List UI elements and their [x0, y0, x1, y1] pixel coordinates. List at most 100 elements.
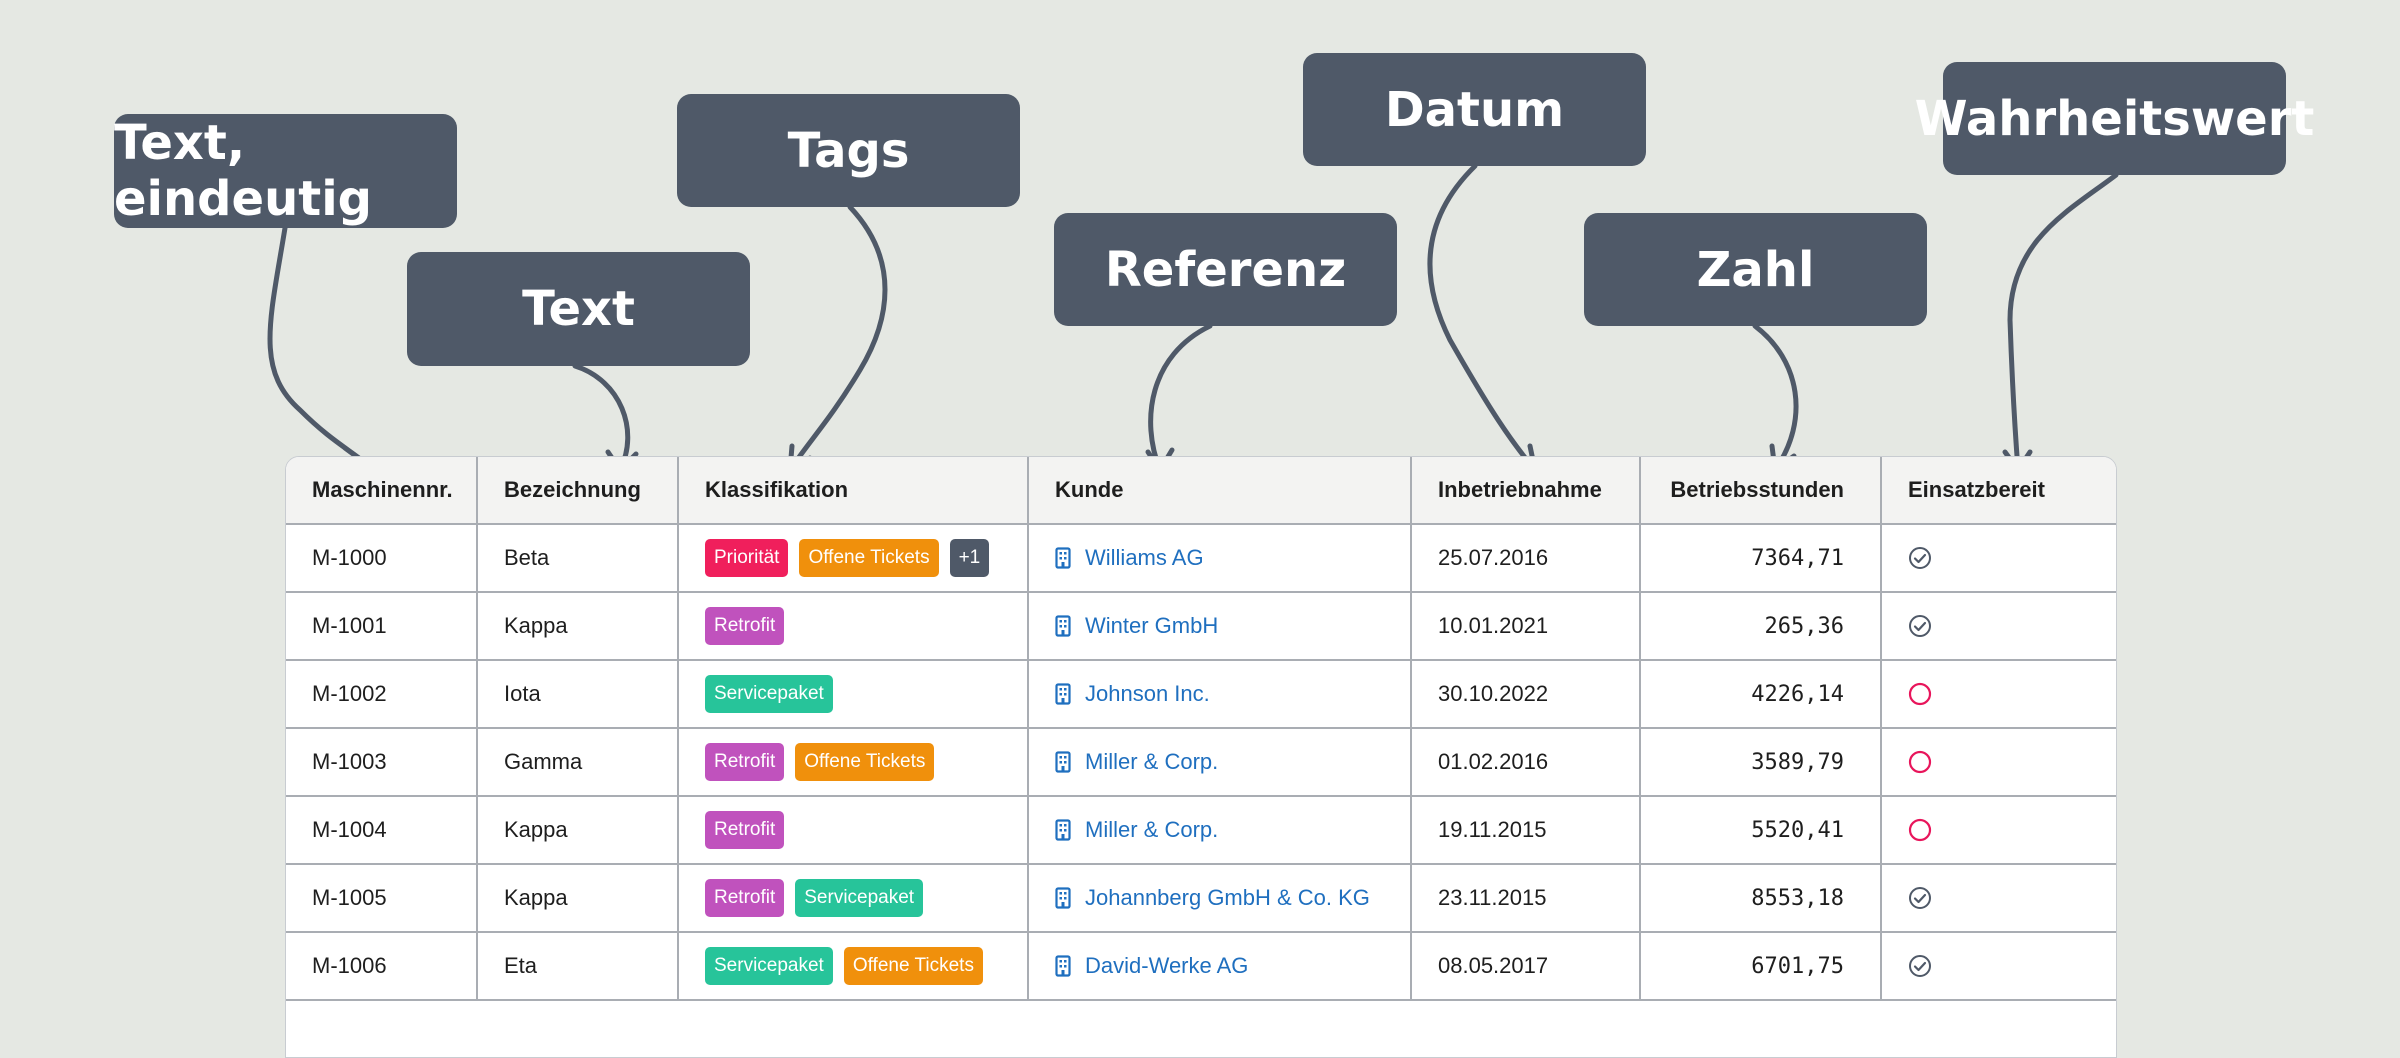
- building-icon: [1055, 683, 1071, 705]
- cell-customer[interactable]: Johannberg GmbH & Co. KG: [1029, 865, 1412, 931]
- cell-machine-no[interactable]: M-1001: [286, 593, 478, 659]
- checked-circle-icon[interactable]: [1908, 886, 1932, 910]
- header-designation[interactable]: Bezeichnung: [478, 457, 679, 523]
- header-machine-no[interactable]: Maschinennr.: [286, 457, 478, 523]
- customer-name[interactable]: Miller & Corp.: [1085, 817, 1219, 842]
- cell-commissioning-date[interactable]: 08.05.2017: [1412, 933, 1641, 999]
- cell-ready[interactable]: [1882, 729, 2116, 795]
- cell-customer[interactable]: Miller & Corp.: [1029, 729, 1412, 795]
- cell-commissioning-date[interactable]: 01.02.2016: [1412, 729, 1641, 795]
- unchecked-circle-icon[interactable]: [1908, 750, 1932, 774]
- cell-machine-no[interactable]: M-1000: [286, 525, 478, 591]
- customer-name[interactable]: Williams AG: [1085, 545, 1204, 570]
- cell-operating-hours[interactable]: 265,36: [1641, 593, 1882, 659]
- cell-designation[interactable]: Eta: [478, 933, 679, 999]
- checked-circle-icon[interactable]: [1908, 614, 1932, 638]
- customer-link[interactable]: Williams AG: [1055, 545, 1204, 571]
- cell-machine-no[interactable]: M-1006: [286, 933, 478, 999]
- cell-customer[interactable]: Johnson Inc.: [1029, 661, 1412, 727]
- checked-circle-icon[interactable]: [1908, 954, 1932, 978]
- customer-link[interactable]: Winter GmbH: [1055, 613, 1218, 639]
- cell-ready[interactable]: [1882, 865, 2116, 931]
- cell-operating-hours[interactable]: 3589,79: [1641, 729, 1882, 795]
- cell-ready[interactable]: [1882, 933, 2116, 999]
- cell-ready[interactable]: [1882, 797, 2116, 863]
- cell-commissioning-date[interactable]: 25.07.2016: [1412, 525, 1641, 591]
- customer-name[interactable]: Winter GmbH: [1085, 613, 1219, 638]
- unchecked-circle-icon[interactable]: [1908, 682, 1932, 706]
- checked-circle-icon[interactable]: [1908, 546, 1932, 570]
- callout-date: Datum: [1303, 53, 1646, 166]
- arrow-number: [1752, 323, 1799, 473]
- customer-link[interactable]: David-Werke AG: [1055, 953, 1248, 979]
- cell-designation[interactable]: Kappa: [478, 593, 679, 659]
- building-icon: [1055, 547, 1071, 569]
- customer-link[interactable]: Johnson Inc.: [1055, 681, 1210, 707]
- cell-commissioning-date[interactable]: 30.10.2022: [1412, 661, 1641, 727]
- cell-ready[interactable]: [1882, 661, 2116, 727]
- building-icon: [1055, 751, 1071, 773]
- cell-designation[interactable]: Gamma: [478, 729, 679, 795]
- cell-customer[interactable]: Williams AG: [1029, 525, 1412, 591]
- tag-retrofit: Retrofit: [705, 607, 785, 645]
- header-classification[interactable]: Klassifikation: [679, 457, 1029, 523]
- cell-designation[interactable]: Beta: [478, 525, 679, 591]
- cell-operating-hours[interactable]: 5520,41: [1641, 797, 1882, 863]
- unchecked-circle-icon[interactable]: [1908, 818, 1932, 842]
- header-commissioning[interactable]: Inbetriebnahme: [1412, 457, 1641, 523]
- cell-customer[interactable]: Winter GmbH: [1029, 593, 1412, 659]
- cell-commissioning-date[interactable]: 23.11.2015: [1412, 865, 1641, 931]
- cell-ready[interactable]: [1882, 593, 2116, 659]
- header-operating-hours[interactable]: Betriebsstunden: [1641, 457, 1882, 523]
- cell-designation[interactable]: Iota: [478, 661, 679, 727]
- cell-designation[interactable]: Kappa: [478, 865, 679, 931]
- cell-operating-hours[interactable]: 8553,18: [1641, 865, 1882, 931]
- customer-name[interactable]: Johannberg GmbH & Co. KG: [1085, 885, 1370, 910]
- header-ready[interactable]: Einsatzbereit: [1908, 477, 2045, 502]
- callout-text: Text: [407, 252, 750, 366]
- cell-machine-no[interactable]: M-1003: [286, 729, 478, 795]
- cell-machine-no[interactable]: M-1002: [286, 661, 478, 727]
- building-icon: [1055, 615, 1071, 637]
- tag-offene-tickets: Offene Tickets: [843, 947, 983, 985]
- data-table: Maschinennr. Bezeichnung Klassifikation …: [285, 456, 2117, 1058]
- cell-classification[interactable]: Servicepaket: [679, 661, 1029, 727]
- cell-customer[interactable]: David-Werke AG: [1029, 933, 1412, 999]
- customer-name[interactable]: Johnson Inc.: [1085, 681, 1210, 706]
- cell-operating-hours[interactable]: 6701,75: [1641, 933, 1882, 999]
- arrow-tags: [787, 204, 888, 473]
- customer-link[interactable]: Miller & Corp.: [1055, 749, 1218, 775]
- arrow-date: [1427, 163, 1538, 473]
- cell-machine-no[interactable]: M-1004: [286, 797, 478, 863]
- cell-commissioning-date[interactable]: 19.11.2015: [1412, 797, 1641, 863]
- cell-operating-hours[interactable]: 4226,14: [1641, 661, 1882, 727]
- arrow-text: [572, 363, 631, 473]
- building-icon: [1055, 819, 1071, 841]
- customer-name[interactable]: Miller & Corp.: [1085, 749, 1219, 774]
- cell-customer[interactable]: Miller & Corp.: [1029, 797, 1412, 863]
- header-customer[interactable]: Kunde: [1029, 457, 1412, 523]
- building-icon: [1055, 887, 1071, 909]
- cell-operating-hours[interactable]: 7364,71: [1641, 525, 1882, 591]
- tag-more[interactable]: +1: [949, 539, 990, 577]
- customer-link[interactable]: Miller & Corp.: [1055, 817, 1218, 843]
- cell-classification[interactable]: Retrofit: [679, 593, 1029, 659]
- cell-designation[interactable]: Kappa: [478, 797, 679, 863]
- cell-commissioning-date[interactable]: 10.01.2021: [1412, 593, 1641, 659]
- customer-link[interactable]: Johannberg GmbH & Co. KG: [1055, 885, 1370, 911]
- customer-name[interactable]: David-Werke AG: [1085, 953, 1249, 978]
- cell-classification[interactable]: Retrofit: [679, 797, 1029, 863]
- cell-ready[interactable]: [1882, 525, 2116, 591]
- cell-machine-no[interactable]: M-1005: [286, 865, 478, 931]
